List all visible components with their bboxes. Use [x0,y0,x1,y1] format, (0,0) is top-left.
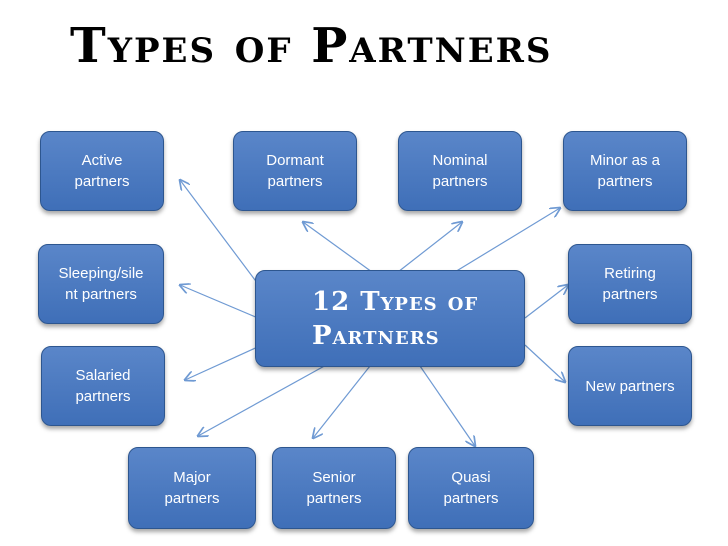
node-label: New partners [585,377,675,395]
node-major-partners: Major partners [128,447,256,529]
arrow-to-nominal [397,222,462,273]
arrow-to-minor [444,208,560,279]
node-retiring-partners: Retiring partners [568,244,692,324]
arrow-to-dormant [303,222,373,273]
arrow-to-senior [313,365,371,438]
node-sleeping-partners: Sleeping/sile nt partners [38,244,164,324]
node-label: Senior partners [306,469,362,507]
node-minor-partners: Minor as a partners [563,131,687,211]
node-label: Active partners [74,152,130,190]
center-node: 12 Types of Partners [255,270,525,367]
arrow-to-major [198,363,329,436]
node-label: Retiring partners [602,265,658,303]
node-label: Quasi partners [443,469,499,507]
node-label: Salaried partners [75,367,131,405]
node-senior-partners: Senior partners [272,447,396,529]
node-label: Minor as a partners [589,152,661,190]
arrow-to-new [524,344,565,382]
node-label: Nominal partners [432,152,488,190]
arrow-to-retiring [524,285,568,319]
node-dormant-partners: Dormant partners [233,131,357,211]
center-label: 12 Types of Partners [312,286,479,351]
node-salaried-partners: Salaried partners [41,346,165,426]
node-label: Dormant partners [266,152,324,190]
node-label: Major partners [164,469,220,507]
node-nominal-partners: Nominal partners [398,131,522,211]
node-label: Sleeping/sile nt partners [58,265,144,303]
node-active-partners: Active partners [40,131,164,211]
arrow-to-quasi [419,365,475,446]
node-quasi-partners: Quasi partners [408,447,534,529]
arrow-to-salaried [185,344,263,380]
page-title: Types of Partners [70,18,553,74]
node-new-partners: New partners [568,346,692,426]
arrow-to-sleeping [180,285,259,319]
